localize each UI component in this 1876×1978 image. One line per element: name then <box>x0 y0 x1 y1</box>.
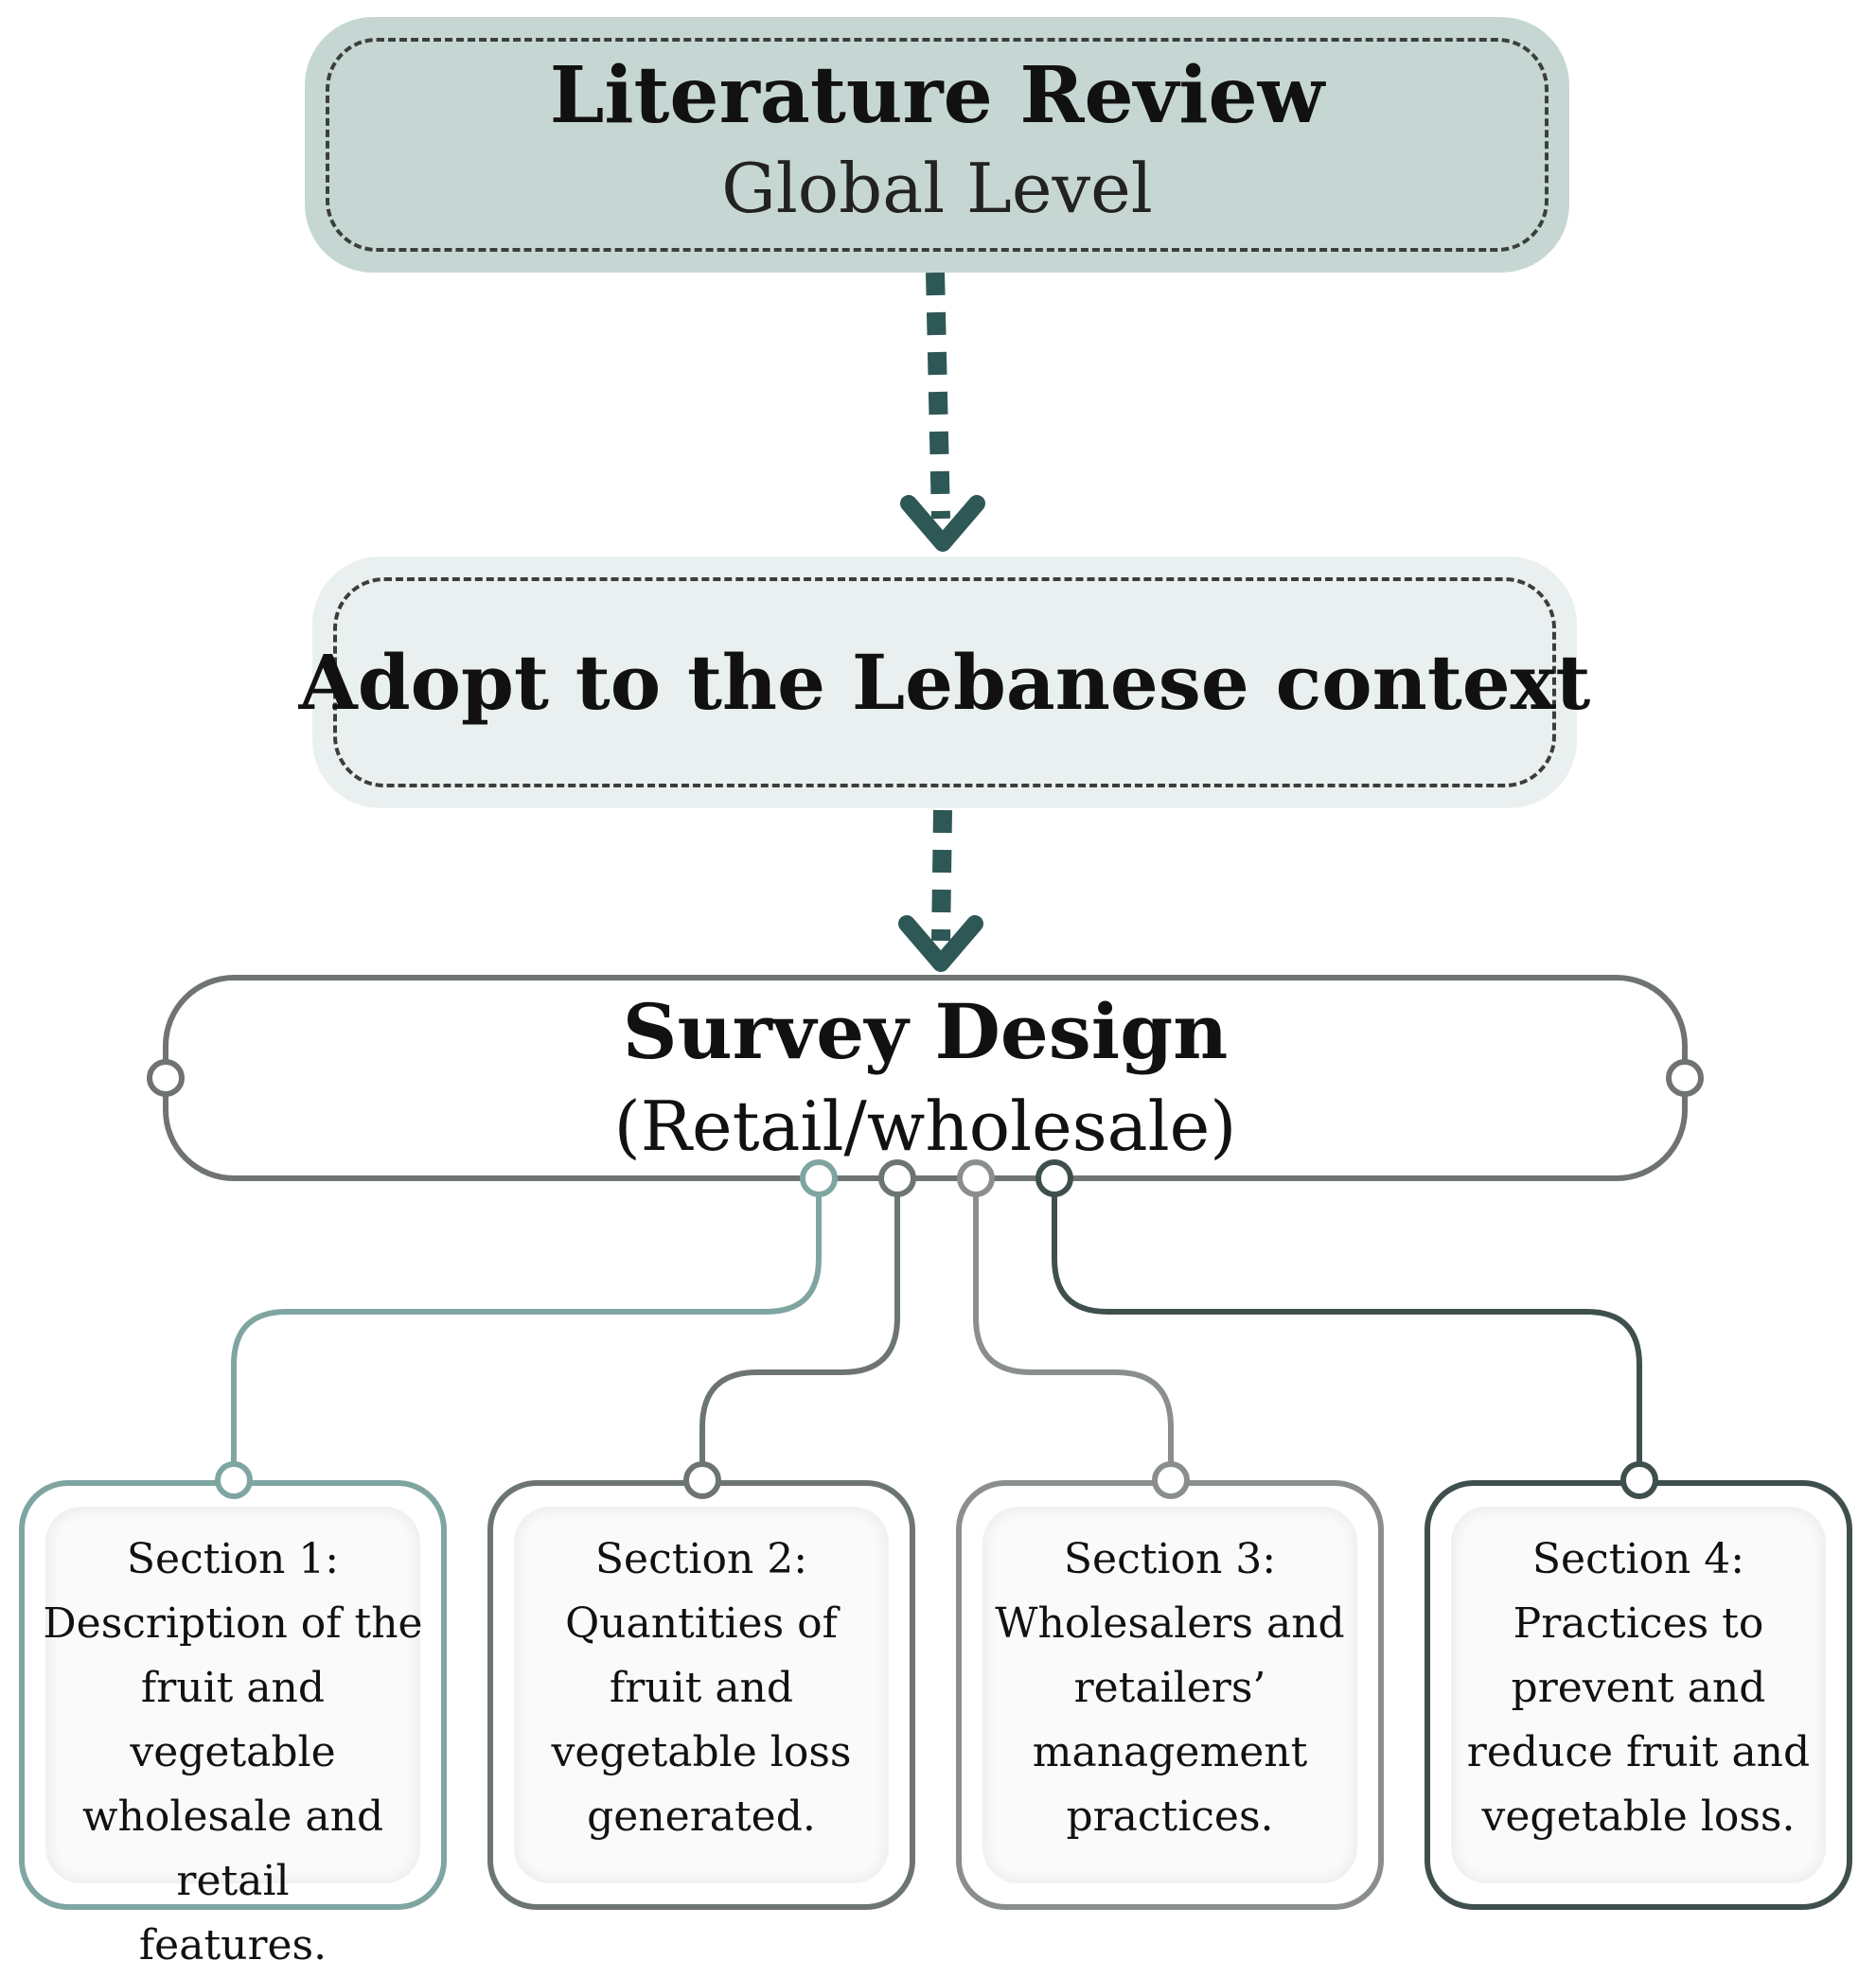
connector-section-3 <box>973 1178 1174 1480</box>
section-3-line: retailers’ <box>1073 1664 1266 1712</box>
adopt-context-box: Adopt to the Lebanese context <box>299 566 1590 799</box>
section-1-inner <box>45 1507 420 1883</box>
section-1-text: Section 1: Description of the fruit and … <box>32 1528 434 1978</box>
literature-review-title: Literature Review <box>549 50 1325 141</box>
dotted-arrow-shaft-2 <box>931 809 952 942</box>
literature-review-dashed-border <box>326 38 1549 252</box>
dotted-arrow-shaft-1 <box>926 272 950 520</box>
section-1-heading: Section 1: <box>126 1535 340 1583</box>
section-2-heading: Section 2: <box>594 1535 808 1583</box>
arrow-head-1 <box>900 495 985 552</box>
survey-node-3 <box>957 1159 995 1197</box>
section-3-inner <box>982 1507 1357 1883</box>
survey-side-node-left <box>147 1059 185 1097</box>
survey-node-4 <box>1035 1159 1073 1197</box>
survey-node-1 <box>800 1159 838 1197</box>
survey-node-2 <box>878 1159 916 1197</box>
literature-review-box: Literature Review Global Level <box>314 26 1560 263</box>
section-1-line: features. <box>138 1921 327 1969</box>
section-4-line: Practices to <box>1513 1599 1764 1648</box>
arrow-head-2 <box>898 915 983 972</box>
section-2-line: vegetable loss <box>551 1728 852 1776</box>
flow-connectors <box>147 272 1704 1480</box>
section-4-text: Section 4: Practices to prevent and redu… <box>1438 1528 1839 1849</box>
section-4-line: reduce fruit and <box>1466 1728 1811 1776</box>
adopt-context-dashed-border <box>333 577 1556 787</box>
section-4-line: vegetable loss. <box>1481 1793 1796 1841</box>
section-3-line: management <box>1032 1728 1308 1776</box>
section-1-box: Section 1: Description of the fruit and … <box>19 1480 447 1969</box>
survey-design-label: Survey Design (Retail/wholesale) <box>166 975 1685 1183</box>
section-3-text: Section 3: Wholesalers and retailers’ ma… <box>969 1528 1371 1849</box>
section-1-line: Description of the <box>43 1599 423 1648</box>
section-4-line: prevent and <box>1511 1664 1766 1712</box>
section-4-heading: Section 4: <box>1531 1535 1745 1583</box>
section-1-line: fruit and vegetable <box>130 1664 336 1776</box>
section-3-box: Section 3: Wholesalers and retailers’ ma… <box>956 1480 1384 1910</box>
section-3-line: practices. <box>1066 1793 1274 1841</box>
section-3-line: Wholesalers and <box>995 1599 1345 1648</box>
section-4-box: Section 4: Practices to prevent and redu… <box>1425 1480 1852 1910</box>
section-2-line: Quantities of <box>565 1599 838 1648</box>
section-2-line: fruit and <box>609 1664 794 1712</box>
section-2-inner <box>514 1507 889 1883</box>
connector-section-2 <box>699 1178 900 1480</box>
literature-review-subtitle: Global Level <box>721 149 1153 228</box>
survey-design-title: Survey Design <box>622 987 1229 1076</box>
section-2-box: Section 2: Quantities of fruit and veget… <box>487 1480 915 1910</box>
section-4-inner <box>1451 1507 1826 1883</box>
adopt-context-title: Adopt to the Lebanese context <box>298 638 1591 727</box>
survey-side-node-right <box>1666 1059 1704 1097</box>
section-2-text: Section 2: Quantities of fruit and veget… <box>501 1528 902 1849</box>
connector-section-4 <box>1052 1178 1642 1480</box>
section-2-line: generated. <box>587 1793 816 1841</box>
survey-design-subtitle: (Retail/wholesale) <box>613 1086 1237 1166</box>
connector-section-1 <box>231 1178 822 1480</box>
section-1-line: wholesale and retail <box>81 1793 384 1905</box>
section-3-heading: Section 3: <box>1063 1535 1277 1583</box>
